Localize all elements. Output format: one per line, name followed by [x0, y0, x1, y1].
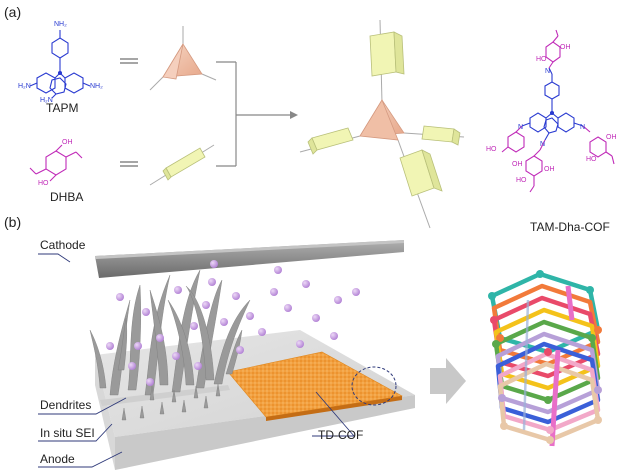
cof-oh-right: OH — [606, 134, 617, 141]
panel-a — [29, 19, 615, 229]
dhba-linker-rod — [149, 144, 215, 186]
cof-n-right: N — [580, 124, 586, 131]
cathode-label: Cathode — [40, 238, 86, 252]
tapm-h2n-bottom: H₂N — [40, 97, 53, 104]
tam-dha-cof-label: TAM-Dha-COF — [530, 220, 610, 234]
panel-b-label: (b) — [4, 214, 22, 230]
tapm-h2n-left: H₂N — [18, 83, 31, 90]
dhba-ho: HO — [38, 180, 49, 187]
cof-n-bottom: N — [540, 141, 546, 148]
cof-n-top: N — [545, 68, 551, 75]
sei-label: In situ SEI — [40, 426, 95, 440]
panel-a-label: (a) — [4, 4, 22, 20]
dhba-oh: OH — [62, 139, 73, 146]
dhba-structure — [29, 144, 83, 182]
anode-label: Anode — [40, 452, 75, 466]
tam-dha-cof-structure — [501, 29, 615, 193]
cof-pore-stack — [489, 271, 601, 447]
td-cof-label: TD-COF — [318, 428, 364, 442]
cof-ho-left: HO — [486, 146, 497, 153]
cof-ho-right: HO — [586, 156, 597, 163]
dhba-label: DHBA — [50, 190, 84, 204]
cof-ho-top: HO — [536, 56, 547, 63]
dendrites — [89, 269, 251, 421]
cof-node-spheres — [488, 270, 602, 444]
cof-n-left: N — [518, 124, 524, 131]
equals-sign-top — [120, 58, 138, 64]
cof-oh-top: OH — [560, 44, 571, 51]
leader-lines — [38, 253, 355, 468]
tapm-label: TAPM — [46, 101, 79, 115]
dendrites-label: Dendrites — [40, 398, 92, 412]
tapm-nh2-top: NH₂ — [54, 21, 67, 28]
cof-building-block-model — [299, 19, 465, 229]
lithium-ions — [106, 260, 360, 386]
panel-b — [38, 240, 602, 470]
zoom-circle — [351, 366, 397, 406]
tapm-structure — [29, 30, 91, 99]
reaction-arrowhead — [290, 111, 298, 119]
tapm-nh2-right: NH₂ — [90, 83, 103, 90]
cof-oh-bottom: OH — [544, 166, 555, 173]
cathode-plate — [95, 240, 404, 278]
tapm-node-pyramid — [149, 26, 217, 91]
reaction-bracket-arrow — [216, 61, 292, 167]
cof-oh-left: OH — [512, 161, 523, 168]
equals-sign-bottom — [120, 161, 138, 167]
cof-ho-bottom: HO — [516, 177, 527, 184]
td-cof-layer — [227, 351, 403, 421]
zoom-arrow — [430, 358, 466, 404]
